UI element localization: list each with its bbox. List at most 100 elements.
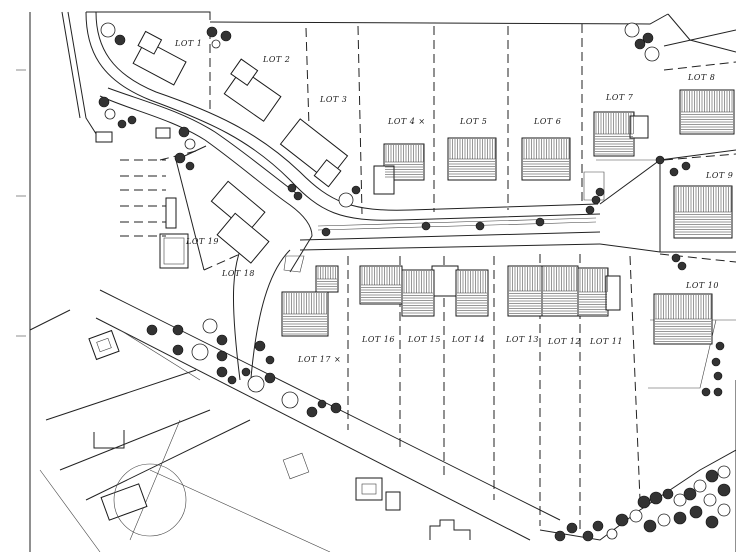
tree-symbol xyxy=(703,493,717,507)
tree-symbol xyxy=(717,483,731,497)
tree-symbol xyxy=(172,324,184,336)
lot-8-label: LOT 8 xyxy=(687,73,715,82)
outbuilding xyxy=(100,483,148,521)
tree-symbol xyxy=(649,491,663,505)
tree-symbol xyxy=(185,161,195,171)
lot-11-label: LOT 11 xyxy=(589,337,623,346)
tree-symbol xyxy=(216,334,228,346)
tree-symbol xyxy=(306,406,318,418)
house-lot-14 xyxy=(431,265,489,317)
tree-symbol xyxy=(595,187,605,197)
tree-symbol xyxy=(184,138,196,150)
tree-symbol xyxy=(554,530,566,542)
tree-symbol xyxy=(624,22,640,38)
lot-15-label: LOT 15 xyxy=(407,335,441,344)
tree-symbol xyxy=(713,387,723,397)
lot-2-label: LOT 2 xyxy=(262,55,290,64)
tree-symbol xyxy=(216,350,228,362)
lot-3-label: LOT 3 xyxy=(319,95,347,104)
lot-5-label: LOT 5 xyxy=(459,117,487,126)
tree-symbol xyxy=(535,217,545,227)
tree-symbol xyxy=(655,155,665,165)
lot-14-label: LOT 14 xyxy=(451,335,485,344)
tree-symbol xyxy=(475,221,485,231)
tree-symbol xyxy=(693,479,707,493)
tree-symbol xyxy=(657,513,671,527)
lot-6-label: LOT 6 xyxy=(533,117,561,126)
lot-12-label: LOT 12 xyxy=(547,337,581,346)
site-boundaries xyxy=(16,11,736,552)
tree-symbol xyxy=(287,183,297,193)
tree-symbol xyxy=(566,522,578,534)
outbuilding xyxy=(88,329,120,361)
tree-symbol xyxy=(265,355,275,365)
lot-16-label: LOT 16 xyxy=(361,335,395,344)
tree-symbol xyxy=(669,167,679,177)
house-lot-17 xyxy=(281,265,339,337)
tree-symbol xyxy=(146,324,158,336)
tree-symbol xyxy=(711,357,721,367)
tree-symbol xyxy=(338,192,354,208)
tree-symbol xyxy=(247,375,265,393)
tree-symbol xyxy=(673,511,687,525)
tree-symbol xyxy=(317,399,327,409)
tree-symbol xyxy=(717,465,731,479)
tree-symbol xyxy=(330,402,342,414)
tree-symbol xyxy=(689,505,703,519)
tree-symbol xyxy=(351,185,361,195)
outbuilding xyxy=(429,519,471,540)
tree-symbol xyxy=(100,22,116,38)
lot-labels: LOT 1 LOT 2 LOT 3 LOT 4 × LOT 5 LOT 6 LO… xyxy=(174,39,733,364)
tree-symbol xyxy=(172,344,184,356)
tree-symbol xyxy=(191,343,209,361)
outbuilding xyxy=(355,477,383,501)
lot-9-label: LOT 9 xyxy=(705,171,733,180)
tree-symbol xyxy=(206,26,218,38)
house-lot-3 xyxy=(279,118,349,188)
tree-symbol xyxy=(264,372,276,384)
tree-symbol xyxy=(606,528,618,540)
tree-symbol xyxy=(713,371,723,381)
roof-hatching xyxy=(283,91,733,342)
tree-symbol xyxy=(227,375,237,385)
outbuilding xyxy=(93,430,125,449)
lot-7-label: LOT 7 xyxy=(605,93,634,102)
tree-symbol xyxy=(681,161,691,171)
tree-symbol xyxy=(127,115,137,125)
tree-symbol xyxy=(673,493,687,507)
tree-symbol xyxy=(241,367,251,377)
tree-symbol xyxy=(677,261,687,271)
tree-symbol xyxy=(591,195,601,205)
tree-symbol xyxy=(629,509,643,523)
tree-symbol xyxy=(202,318,218,334)
trees xyxy=(98,22,731,542)
tree-symbol xyxy=(174,152,186,164)
tree-symbol xyxy=(421,221,431,231)
tree-symbol xyxy=(705,469,719,483)
tree-symbol xyxy=(585,205,595,215)
tree-symbol xyxy=(717,503,731,517)
house-lots-18-19 xyxy=(210,180,270,264)
lot-13-label: LOT 13 xyxy=(505,335,539,344)
tree-symbol xyxy=(671,253,681,263)
tree-symbol xyxy=(254,340,266,352)
tree-symbol xyxy=(114,34,126,46)
tree-symbol xyxy=(643,519,657,533)
tree-symbol xyxy=(178,126,190,138)
lot-19-label: LOT 19 xyxy=(185,237,219,246)
tree-symbol xyxy=(281,391,299,409)
tree-symbol xyxy=(705,515,719,529)
house-lot-4 xyxy=(373,143,425,195)
lot-1-label: LOT 1 xyxy=(174,39,202,48)
tree-symbol xyxy=(683,487,697,501)
tree-symbol xyxy=(98,96,110,108)
tree-symbol xyxy=(701,387,711,397)
tree-symbol xyxy=(634,38,646,50)
tree-symbol xyxy=(211,39,221,49)
house-lot-2 xyxy=(223,58,282,122)
tree-symbol xyxy=(220,30,232,42)
lot-18-label: LOT 18 xyxy=(221,269,255,278)
lot-10-label: LOT 10 xyxy=(685,281,719,290)
tree-symbol xyxy=(644,46,660,62)
